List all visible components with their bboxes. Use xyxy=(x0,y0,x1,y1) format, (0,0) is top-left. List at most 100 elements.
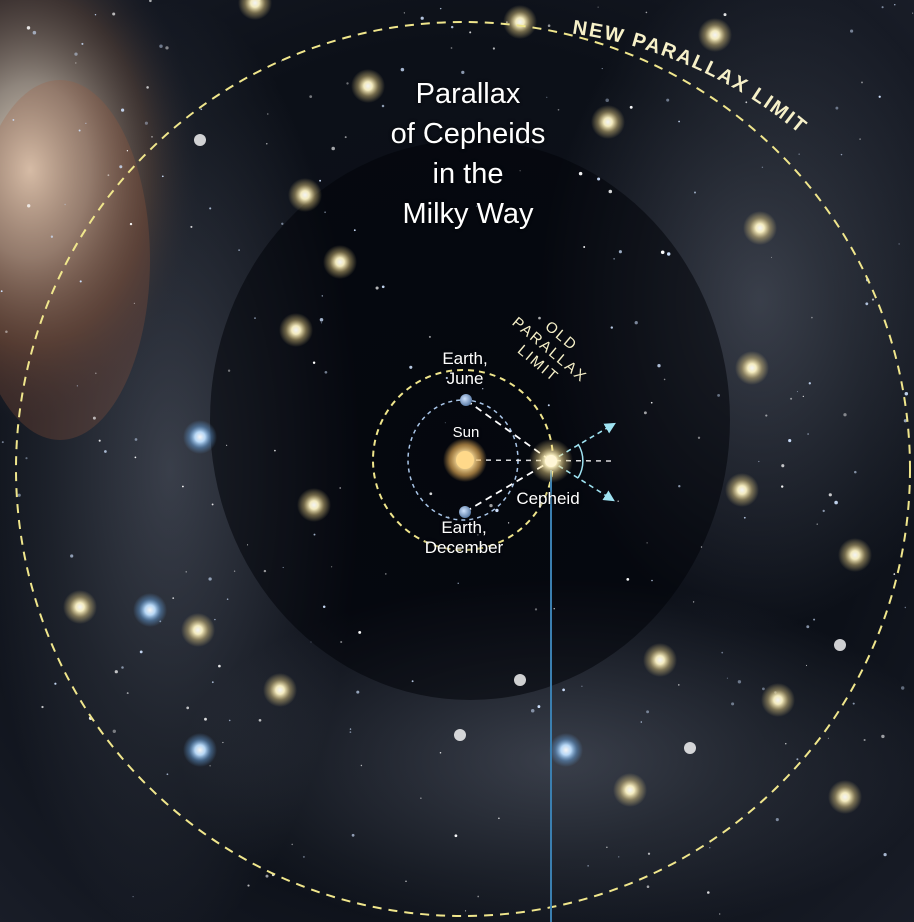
bright-star xyxy=(761,683,795,717)
background-star xyxy=(281,222,284,225)
bright-star xyxy=(263,673,297,707)
background-star xyxy=(796,758,799,761)
cepheid-label: Cepheid xyxy=(516,489,580,508)
background-star xyxy=(785,743,787,745)
background-star xyxy=(475,205,478,207)
background-star xyxy=(762,687,765,691)
background-star xyxy=(617,500,619,503)
background-star xyxy=(107,174,110,177)
background-star xyxy=(76,385,78,387)
background-star xyxy=(781,464,785,468)
background-star xyxy=(666,252,671,256)
background-star xyxy=(719,913,721,915)
background-star xyxy=(646,710,650,714)
background-star xyxy=(356,690,360,694)
background-star xyxy=(647,852,651,855)
galaxy-core xyxy=(0,0,200,420)
title-line: in the xyxy=(432,158,504,190)
background-star xyxy=(807,433,809,435)
bright-star xyxy=(503,5,537,39)
background-star xyxy=(172,597,175,599)
earth-december-label-line: Earth, xyxy=(441,518,487,537)
background-star xyxy=(881,6,884,9)
background-star xyxy=(400,67,405,72)
background-star xyxy=(606,846,608,848)
background-star xyxy=(274,449,276,452)
background-star xyxy=(139,650,143,654)
background-star xyxy=(645,11,648,14)
background-star xyxy=(465,910,467,912)
background-star xyxy=(134,438,138,441)
background-star xyxy=(808,382,811,385)
background-star xyxy=(420,16,424,20)
background-star xyxy=(247,544,249,546)
background-star xyxy=(805,664,808,667)
background-star xyxy=(25,457,28,460)
background-star xyxy=(281,60,283,62)
background-star xyxy=(214,618,216,621)
background-star xyxy=(165,46,169,50)
background-star xyxy=(581,685,583,688)
background-star xyxy=(321,295,324,297)
background-star xyxy=(482,388,484,390)
background-star xyxy=(850,29,854,33)
background-star xyxy=(149,0,152,3)
background-star xyxy=(132,895,134,898)
background-star xyxy=(403,12,405,14)
background-star xyxy=(597,177,601,181)
background-star xyxy=(353,229,356,232)
background-star xyxy=(185,571,187,573)
bright-star xyxy=(684,742,696,754)
background-star xyxy=(375,286,379,290)
background-star xyxy=(265,874,269,878)
background-star xyxy=(339,487,342,489)
background-star xyxy=(790,397,793,400)
background-star xyxy=(319,179,322,182)
bright-star xyxy=(297,488,331,522)
background-star xyxy=(41,705,44,709)
background-star xyxy=(405,880,407,882)
background-star xyxy=(70,554,74,558)
background-star xyxy=(835,106,839,110)
background-star xyxy=(254,317,256,319)
bright-star xyxy=(549,733,583,767)
background-star xyxy=(324,370,328,374)
bright-star xyxy=(183,733,217,767)
background-star xyxy=(312,361,316,364)
background-star xyxy=(546,96,548,98)
dark-cloud xyxy=(210,140,730,700)
bright-star xyxy=(288,178,322,212)
background-star xyxy=(758,460,760,463)
background-star xyxy=(346,82,349,85)
background-star xyxy=(534,608,538,611)
background-star xyxy=(904,392,909,396)
background-star xyxy=(547,24,551,27)
background-star xyxy=(209,765,211,767)
earth-june-label: Earth, June xyxy=(410,349,520,389)
background-star xyxy=(324,211,326,214)
background-star xyxy=(562,688,565,692)
background-star xyxy=(104,450,107,453)
background-star xyxy=(871,298,875,301)
background-star xyxy=(770,256,773,258)
background-star xyxy=(129,222,133,226)
background-star xyxy=(775,818,779,822)
background-star xyxy=(650,401,653,404)
parallax-angle-arc xyxy=(577,443,584,479)
background-star xyxy=(828,493,832,497)
bright-star xyxy=(181,613,215,647)
background-star xyxy=(861,81,863,84)
background-star xyxy=(657,364,661,368)
background-star xyxy=(310,641,312,643)
background-star xyxy=(95,372,97,375)
background-star xyxy=(859,138,861,140)
background-star xyxy=(75,62,77,64)
background-star xyxy=(878,95,881,98)
background-star xyxy=(119,165,123,169)
background-star xyxy=(854,470,857,474)
background-star xyxy=(813,618,816,621)
background-star xyxy=(309,95,313,98)
background-star xyxy=(788,439,792,443)
background-star xyxy=(0,290,3,293)
